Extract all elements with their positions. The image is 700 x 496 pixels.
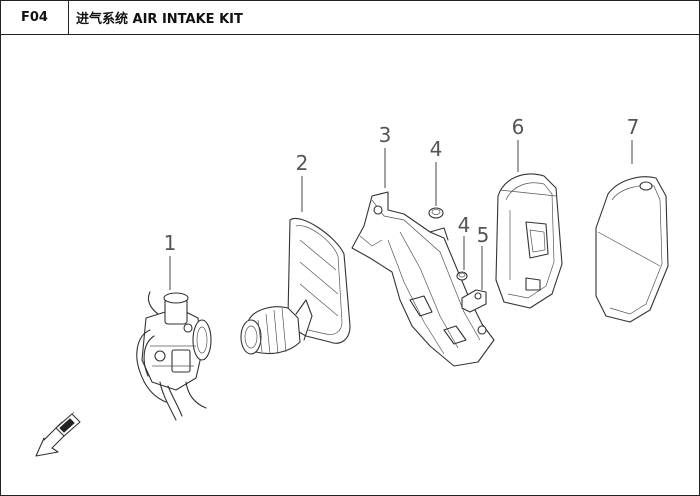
header-bar: F04 进气系统 AIR INTAKE KIT [1, 1, 699, 35]
callout-1: 1 [164, 231, 177, 255]
carburetor-part[interactable] [136, 291, 212, 421]
callout-5: 5 [477, 223, 490, 247]
callout-3: 3 [379, 123, 392, 147]
callout-7: 7 [627, 115, 640, 139]
filter-cover-part[interactable] [495, 173, 563, 309]
grommet-part-2[interactable] [456, 271, 468, 281]
callout-6: 6 [512, 115, 525, 139]
section-code: F04 [1, 1, 69, 34]
parts-diagram: 1 2 3 4 4 5 6 7 [35, 115, 669, 457]
air-filter-element-part[interactable] [595, 176, 669, 323]
callout-4: 4 [430, 137, 443, 161]
section-title: 进气系统 AIR INTAKE KIT [76, 12, 243, 27]
bracket-part[interactable] [461, 289, 487, 313]
leader-lines [169, 140, 633, 290]
callout-2: 2 [296, 151, 309, 175]
intake-boot-part[interactable] [240, 217, 351, 355]
front-direction-arrow-icon [35, 411, 81, 457]
grommet-part[interactable] [428, 207, 444, 219]
callout-4b: 4 [458, 213, 471, 237]
air-box-body-part[interactable] [351, 191, 495, 367]
